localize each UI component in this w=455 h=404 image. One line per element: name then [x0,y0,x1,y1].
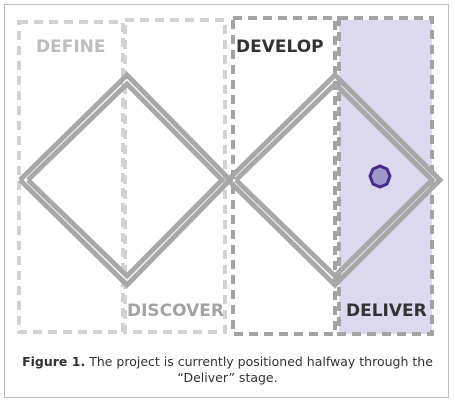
stage-label-discover: DISCOVER [127,301,224,321]
develop-stage-box [231,16,337,336]
double-diamond-lines [18,71,444,289]
stage-label-develop: DEVELOP [236,37,324,57]
deliver-stage-box [337,16,434,336]
figure-caption-label: Figure 1. [22,354,86,369]
current-position-octagon-icon [368,164,392,189]
stage-label-define: DEFINE [36,37,106,57]
discover-stage-box [123,18,227,334]
figure-caption-text: The project is currently positioned half… [89,354,433,385]
stage-label-deliver: DELIVER [346,301,427,321]
figure-caption: Figure 1. The project is currently posit… [14,354,441,386]
